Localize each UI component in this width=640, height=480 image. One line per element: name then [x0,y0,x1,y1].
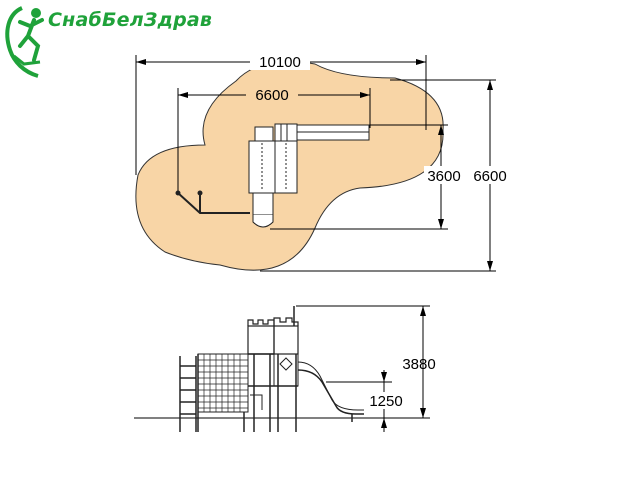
overall-depth-label: 6600 [473,168,506,185]
brand-name: СнабБелЗдрав [48,9,213,31]
dimension-total-height [296,305,430,419]
structure-width-label: 6600 [255,87,288,104]
structure-plan [175,123,370,228]
structure-elevation [179,306,364,432]
structure-depth-label: 3600 [427,168,460,185]
total-height-label: 3880 [402,356,435,373]
company-logo: СнабБелЗдрав [0,0,230,80]
jumping-figure-icon [5,6,44,78]
platform-height-label: 1250 [369,393,402,410]
overall-width-label: 10100 [259,54,301,71]
